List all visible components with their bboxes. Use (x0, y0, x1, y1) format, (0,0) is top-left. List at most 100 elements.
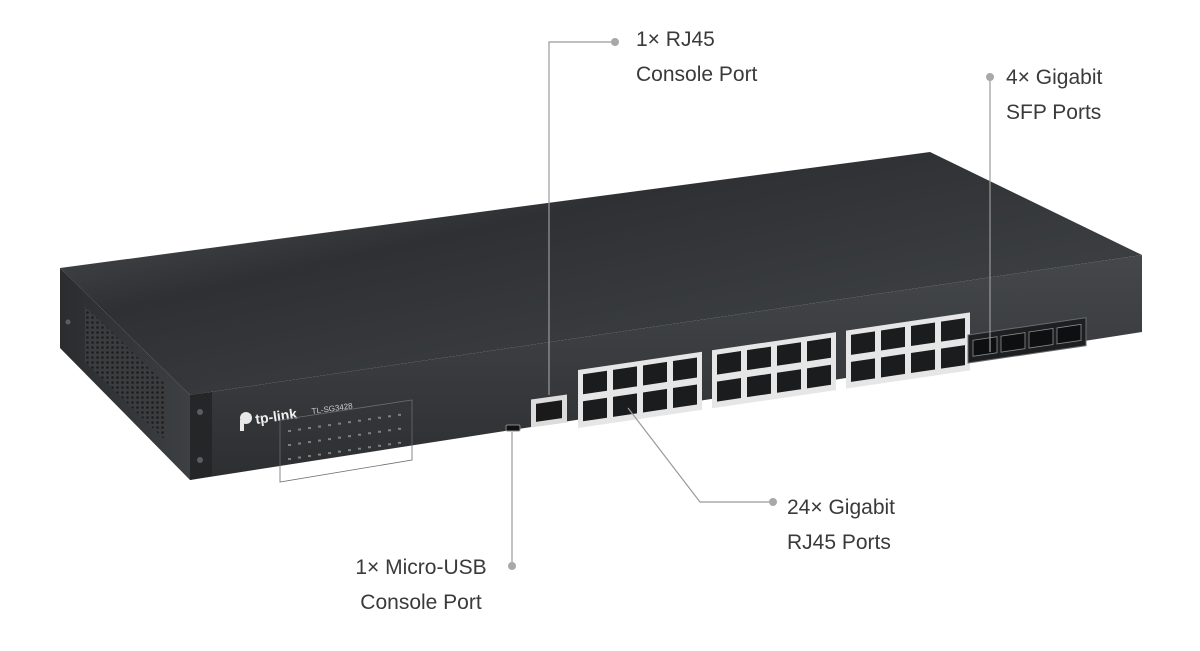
callout-micro-usb-line2: Console Port (360, 591, 482, 614)
led-indicator (318, 439, 321, 442)
led-indicator (388, 415, 391, 418)
led-indicator (358, 433, 361, 436)
led-indicator (368, 432, 371, 435)
dot-console-rj45 (611, 38, 619, 46)
leader-rj45-ports (627, 407, 770, 503)
rj45-port (911, 349, 935, 374)
led-panel (279, 399, 413, 483)
rack-screw (197, 457, 203, 463)
rj45-block-frame (712, 332, 836, 409)
led-indicator (378, 416, 381, 419)
rj45-port (673, 357, 697, 382)
rj45-port (881, 353, 905, 378)
led-indicator (308, 455, 311, 458)
led-indicator (378, 444, 381, 447)
rj45-port (881, 326, 905, 351)
sfp-frame (967, 317, 1087, 364)
led-indicator (398, 427, 401, 430)
callout-rj45-ports-line1: 24× Gigabit (787, 496, 895, 519)
led-indicator (308, 427, 311, 430)
callout-micro-usb-line1: 1× Micro-USB (355, 556, 487, 579)
callout-console-rj45-line2: Console Port (636, 63, 758, 86)
rj45-port (747, 373, 771, 398)
led-indicator (358, 447, 361, 450)
rj45-port (851, 358, 875, 382)
rj45-port (717, 351, 741, 375)
led-indicator (338, 450, 341, 453)
led-indicator (398, 441, 401, 444)
led-indicator (348, 449, 351, 452)
led-indicator (378, 430, 381, 433)
led-indicator (288, 458, 291, 460)
console-rj45-port (531, 394, 567, 428)
led-indicator (338, 422, 341, 425)
dot-sfp (986, 73, 994, 81)
led-indicator (318, 453, 321, 456)
rj45-port (941, 318, 965, 342)
sfp-port-block (967, 317, 1087, 364)
rack-ear (190, 392, 212, 480)
callout-rj45-ports: 24× Gigabit RJ45 Ports (787, 490, 895, 560)
callout-micro-usb: 1× Micro-USB Console Port (336, 550, 506, 620)
led-indicator (388, 443, 391, 446)
led-indicator (368, 418, 371, 421)
tp-link-logo-icon-stem (240, 420, 244, 431)
rj45-port (613, 393, 637, 417)
logo-text: tp-link (254, 405, 298, 427)
led-indicator (398, 413, 401, 416)
led-indicator (288, 444, 291, 446)
sfp-port (972, 336, 998, 357)
sfp-port (1000, 332, 1026, 353)
rj45-port (851, 331, 875, 355)
led-indicator (388, 429, 391, 432)
sfp-port (1028, 328, 1054, 349)
rj45-port (807, 337, 831, 362)
leader-lines (511, 41, 991, 566)
rj45-port (807, 364, 831, 389)
rj45-port (583, 397, 607, 422)
leader-dots (508, 38, 994, 570)
rj45-block-frame (578, 351, 702, 428)
leader-console-rj45 (548, 41, 613, 395)
callout-sfp-line1: 4× Gigabit (1006, 66, 1103, 89)
rj45-block (846, 312, 970, 389)
callout-sfp-line2: SFP Ports (1006, 101, 1102, 124)
rj45-port (643, 388, 667, 413)
rj45-port (717, 378, 741, 402)
led-indicator (298, 428, 301, 431)
rj45-port (747, 346, 771, 371)
led-indicator (338, 436, 341, 439)
callout-rj45-ports-line2: RJ45 Ports (787, 531, 891, 554)
rj45-port (777, 369, 801, 393)
dot-micro-usb (508, 562, 516, 570)
callout-console-rj45: 1× RJ45 Console Port (636, 22, 757, 92)
callout-console-rj45-line1: 1× RJ45 (636, 28, 715, 51)
rj45-block (712, 332, 836, 409)
rj45-port (673, 384, 697, 409)
led-indicator (308, 441, 311, 444)
chassis-top (60, 152, 1142, 395)
side-vent-grille (85, 306, 165, 440)
callout-sfp: 4× Gigabit SFP Ports (1006, 60, 1102, 130)
led-indicator (348, 421, 351, 424)
led-indicator (288, 430, 291, 432)
rj45-port (613, 366, 637, 390)
rack-screw (65, 319, 71, 325)
led-indicator (328, 424, 331, 427)
led-indicator (358, 419, 361, 422)
led-frame (279, 399, 413, 483)
led-indicator (348, 435, 351, 438)
led-indicator (298, 456, 301, 459)
rj45-port (583, 370, 607, 395)
rack-screw (197, 409, 203, 415)
led-indicator (368, 446, 371, 449)
sfp-port (1056, 323, 1082, 345)
dot-rj45-ports (769, 498, 777, 506)
rj45-port (911, 322, 935, 347)
brand-area: tp-link TL-SG3428 (240, 401, 354, 431)
rj45-port (643, 361, 667, 386)
rj45-port (777, 342, 801, 366)
micro-usb-port (505, 424, 521, 432)
rj45-block-frame (846, 312, 970, 389)
